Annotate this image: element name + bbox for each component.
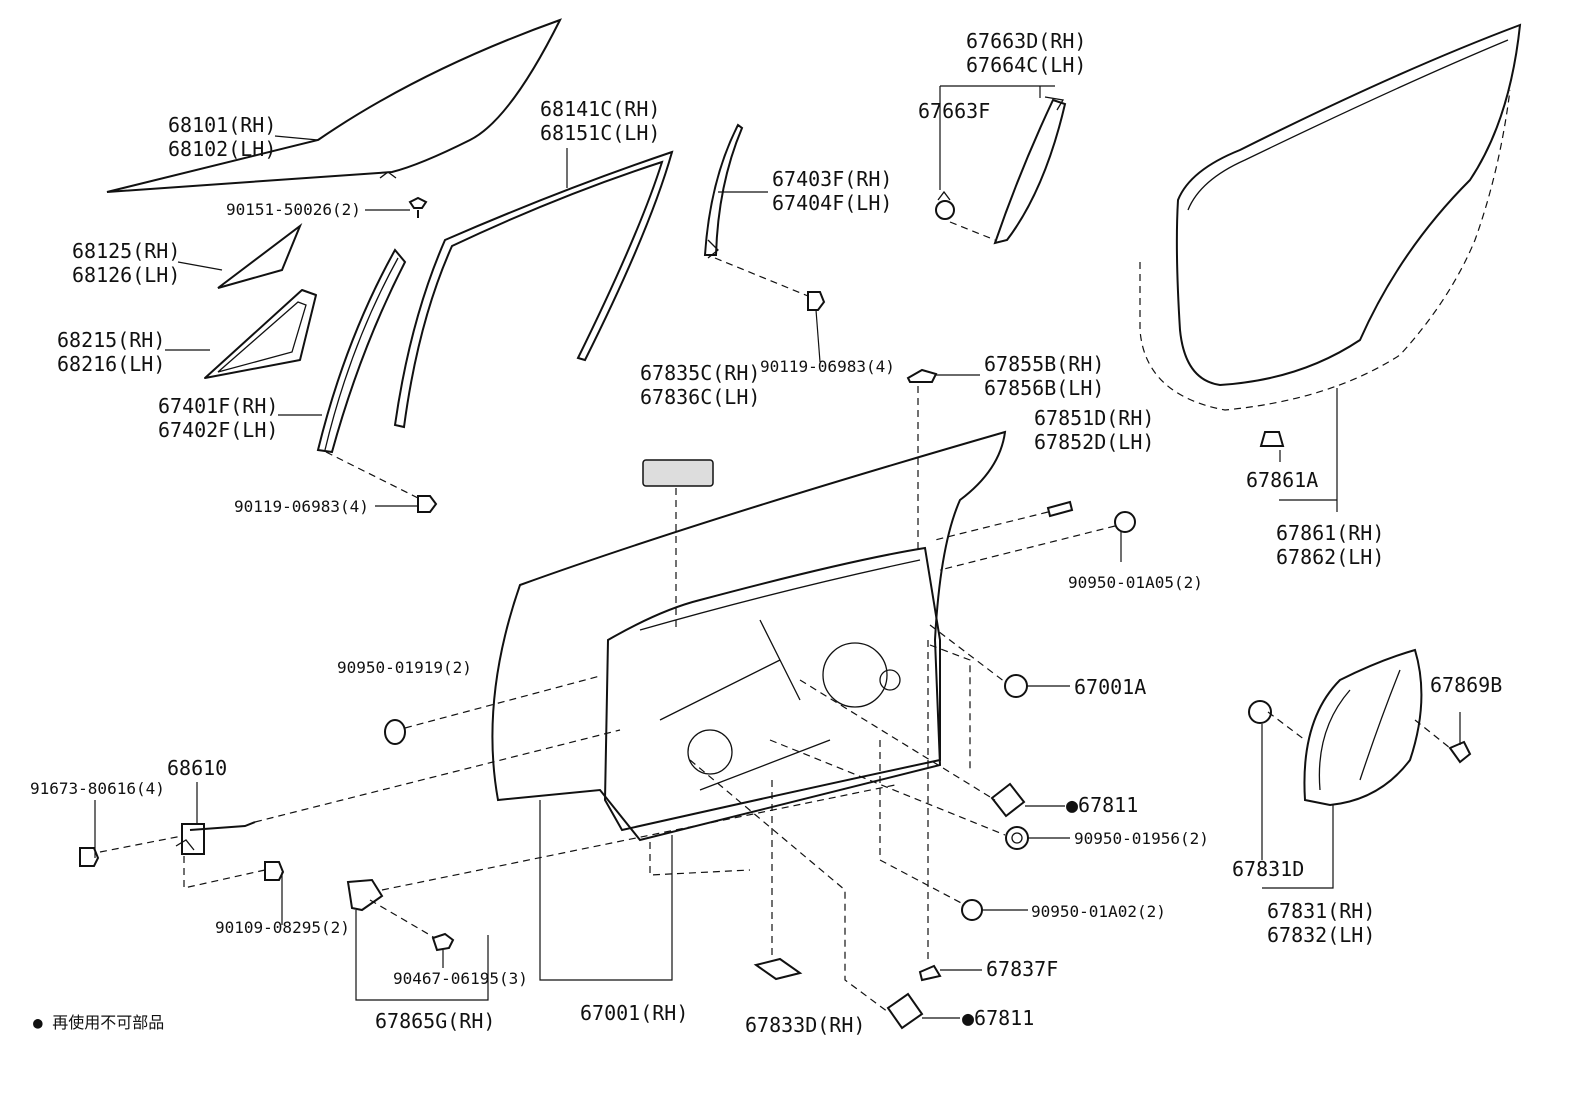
label-seal-67811-b: ●67811 — [962, 1006, 1034, 1030]
weatherstrip-part — [1139, 23, 1522, 411]
garnish-part — [993, 96, 1067, 245]
footnote: ● 再使用不可部品 — [33, 1013, 164, 1032]
label-quarter-seal-rh: 68215(RH) — [57, 328, 165, 352]
label-garnish-rh: 67663D(RH) — [966, 29, 1086, 53]
label-plug-90950-a02: 90950-01A02(2) — [1031, 902, 1166, 921]
label-bolt-91673: 91673-80616(4) — [30, 779, 165, 798]
label-weatherstrip-rh: 67861(RH) — [1276, 521, 1384, 545]
service-cover-part — [1303, 648, 1423, 807]
quarter-seal-part — [204, 289, 317, 379]
label-clip-67851-rh: 67851D(RH) — [1034, 406, 1154, 430]
label-cover-lh: 67836C(LH) — [640, 385, 760, 409]
label-bolt-90151: 90151-50026(2) — [226, 200, 361, 219]
label-glass-rh: 68101(RH) — [168, 113, 276, 137]
label-channel-rh: 67401F(RH) — [158, 394, 278, 418]
run-channel-part — [393, 150, 674, 429]
label-run-rh: 68141C(RH) — [540, 97, 660, 121]
quarter-glass-part — [217, 223, 303, 289]
door-check-part — [175, 821, 256, 855]
label-clip-67861a: 67861A — [1246, 468, 1318, 492]
label-channel-lh: 67402F(LH) — [158, 418, 278, 442]
label-cushion-67001a: 67001A — [1074, 675, 1146, 699]
leader-lines — [94, 85, 1461, 1019]
label-seal-67811-a: ●67811 — [1066, 793, 1138, 817]
label-clip-67663f: 67663F — [918, 99, 990, 123]
front-channel-part — [316, 248, 407, 454]
label-clip-67855-rh: 67855B(RH) — [984, 352, 1104, 376]
label-clip-67856-lh: 67856B(LH) — [984, 376, 1104, 400]
label-weatherstrip-lh: 67862(LH) — [1276, 545, 1384, 569]
bracket-part — [346, 878, 384, 912]
label-clip-67837f: 67837F — [986, 957, 1058, 981]
label-rear-channel-lh: 67404F(LH) — [772, 191, 892, 215]
label-run-lh: 68151C(LH) — [540, 121, 660, 145]
label-quarter-seal-lh: 68216(LH) — [57, 352, 165, 376]
cover-part — [642, 459, 714, 487]
label-bolt-90109: 90109-08295(2) — [215, 918, 350, 937]
label-plug-90950-01919: 90950-01919(2) — [337, 658, 472, 677]
label-bolt-90119-a: 90119-06983(4) — [234, 497, 369, 516]
label-quarter-glass-lh: 68126(LH) — [72, 263, 180, 287]
label-clip-67831d: 67831D — [1232, 857, 1304, 881]
label-cover-rh: 67835C(RH) — [640, 361, 760, 385]
door-glass-part — [106, 18, 563, 193]
label-rear-channel-rh: 67403F(RH) — [772, 167, 892, 191]
label-check-68610: 68610 — [167, 756, 227, 780]
label-plug-90950-01956: 90950-01956(2) — [1074, 829, 1209, 848]
label-bolt-90119-b: 90119-06983(4) — [760, 357, 895, 376]
label-glass-lh: 68102(LH) — [168, 137, 276, 161]
label-garnish-lh: 67664C(LH) — [966, 53, 1086, 77]
label-clip-67869b: 67869B — [1430, 673, 1502, 697]
label-quarter-glass-rh: 68125(RH) — [72, 239, 180, 263]
label-plug-90950-a05: 90950-01A05(2) — [1068, 573, 1203, 592]
hardware-group — [79, 190, 1472, 1030]
label-door-panel-rh: 67001(RH) — [580, 1001, 688, 1025]
label-screw-90467: 90467-06195(3) — [393, 969, 528, 988]
door-panel-part — [491, 430, 1007, 842]
label-cover-67833d: 67833D(RH) — [745, 1013, 865, 1037]
label-service-cover-rh: 67831(RH) — [1267, 899, 1375, 923]
rear-channel-part — [703, 123, 744, 259]
label-clip-67852-lh: 67852D(LH) — [1034, 430, 1154, 454]
label-bracket-67865g: 67865G(RH) — [375, 1009, 495, 1033]
label-service-cover-lh: 67832(LH) — [1267, 923, 1375, 947]
